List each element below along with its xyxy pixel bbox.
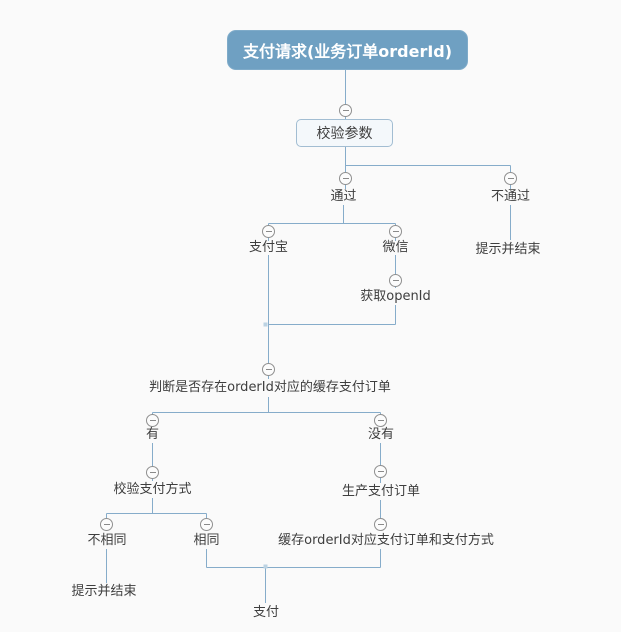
node-method-different[interactable]: 不相同 — [87, 533, 127, 548]
collapse-icon-alipay[interactable] — [262, 224, 275, 238]
node-method-same[interactable]: 相同 — [193, 533, 220, 548]
collapse-icon-create-pay-order[interactable] — [374, 464, 387, 478]
collapse-icon-wechat[interactable] — [389, 224, 402, 238]
node-cache-pay-order[interactable]: 缓存orderId对应支付订单和支付方式 — [278, 533, 494, 548]
node-cache-exists[interactable]: 有 — [145, 427, 160, 442]
node-wechat[interactable]: 微信 — [382, 240, 409, 255]
collapse-icon-cache-exists[interactable] — [146, 413, 159, 427]
collapse-icon-method-different[interactable] — [100, 517, 113, 531]
node-alipay[interactable]: 支付宝 — [248, 240, 289, 255]
node-fail[interactable]: 不通过 — [490, 189, 531, 204]
node-check-cached-order[interactable]: 判断是否存在orderId对应的缓存支付订单 — [149, 380, 391, 395]
collapse-icon-check-cached-order[interactable] — [262, 362, 275, 376]
collapse-icon-pass[interactable] — [339, 171, 352, 185]
node-cache-missing[interactable]: 没有 — [367, 427, 395, 442]
node-pass[interactable]: 通过 — [330, 189, 357, 204]
collapse-icon-validate-params[interactable] — [339, 103, 352, 117]
collapse-icon-fail[interactable] — [504, 171, 517, 185]
node-create-pay-order[interactable]: 生产支付订单 — [341, 484, 421, 499]
node-payment-request-root[interactable]: 支付请求(业务订单orderId) — [227, 30, 468, 70]
collapse-icon-method-same[interactable] — [200, 517, 213, 531]
collapse-icon-get-openid[interactable] — [389, 273, 402, 287]
node-verify-pay-method[interactable]: 校验支付方式 — [113, 482, 192, 497]
node-pay[interactable]: 支付 — [252, 605, 280, 620]
collapse-icon-cache-missing[interactable] — [374, 413, 387, 427]
collapse-icon-cache-pay-order[interactable] — [374, 517, 387, 531]
junction-handle — [263, 564, 268, 569]
junction-handle — [263, 322, 268, 327]
node-fail-end[interactable]: 提示并结束 — [475, 242, 541, 257]
collapse-icon-verify-pay-method[interactable] — [146, 465, 159, 479]
node-validate-params[interactable]: 校验参数 — [296, 119, 393, 147]
node-different-end[interactable]: 提示并结束 — [71, 584, 137, 599]
node-get-openid[interactable]: 获取openId — [360, 289, 431, 304]
